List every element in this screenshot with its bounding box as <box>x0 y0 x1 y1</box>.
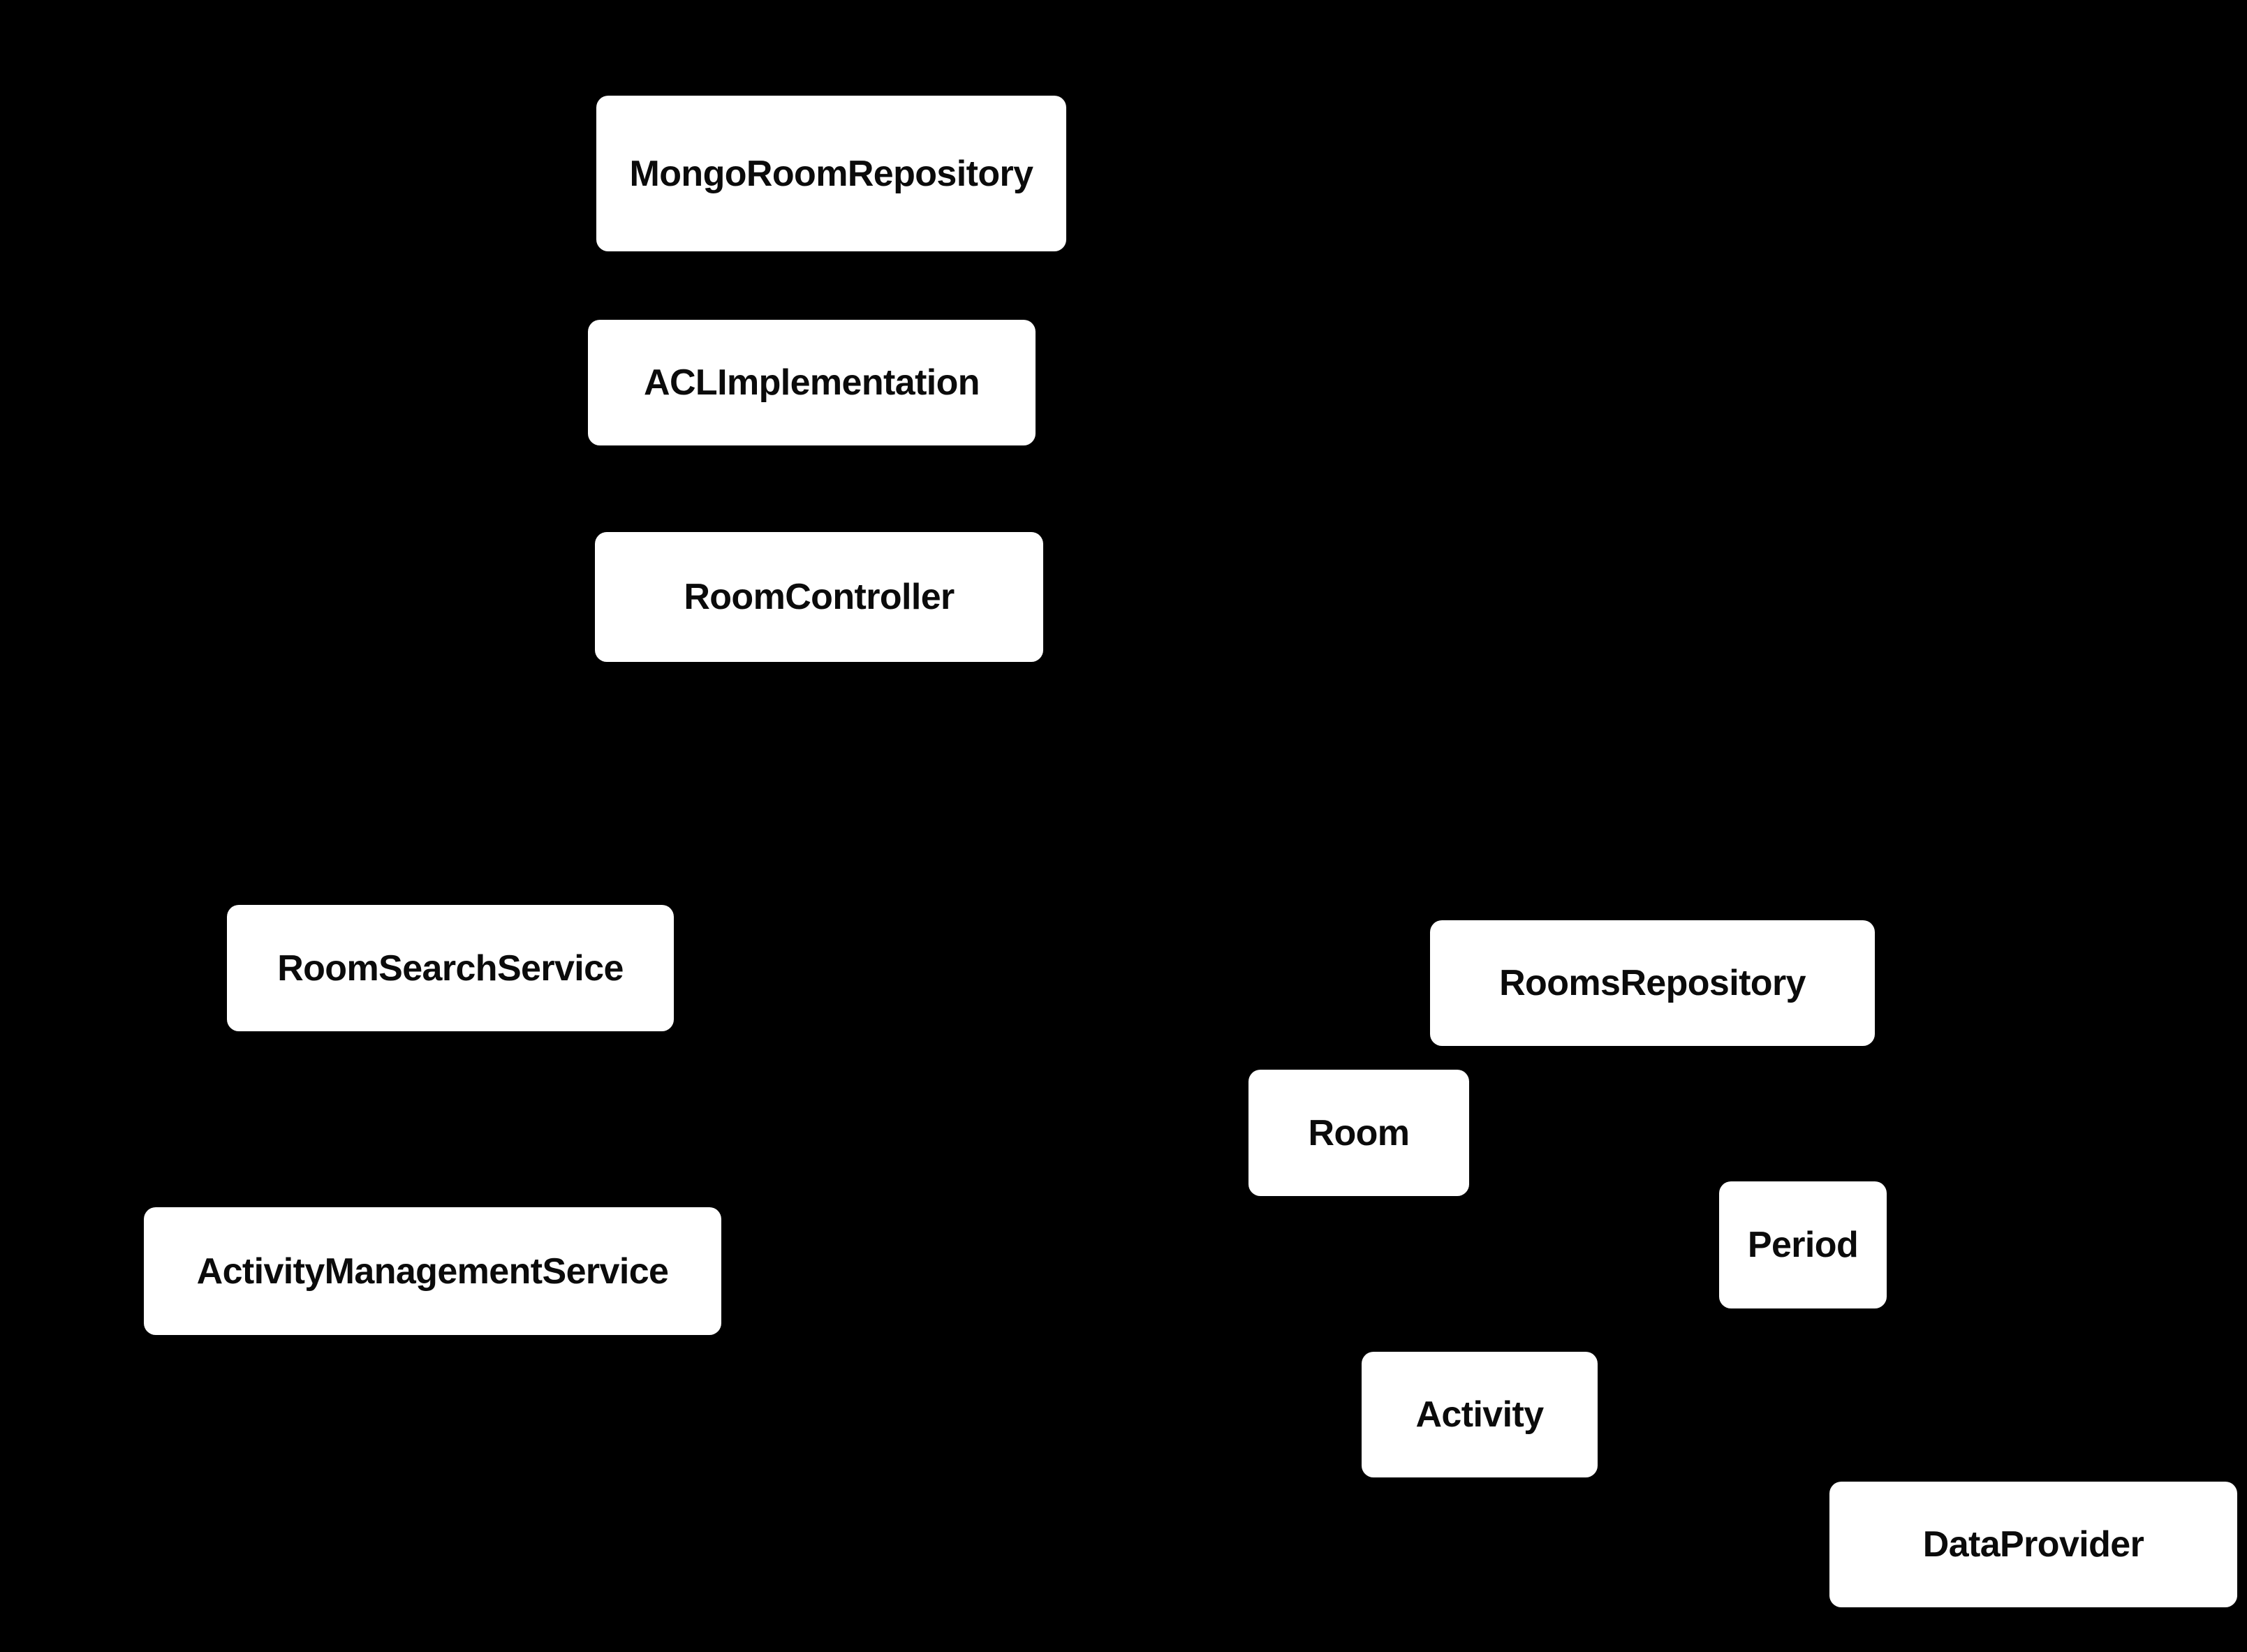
node-label: ActivityManagementService <box>196 1251 669 1292</box>
node-activity[interactable]: Activity <box>1362 1352 1598 1477</box>
node-label: RoomSearchService <box>277 947 624 989</box>
node-rooms-repository[interactable]: RoomsRepository <box>1430 920 1875 1046</box>
node-acl-implementation[interactable]: ACLImplementation <box>588 320 1036 445</box>
node-label: MongoRoomRepository <box>629 153 1034 194</box>
node-label: DataProvider <box>1922 1524 2144 1565</box>
node-label: Period <box>1747 1225 1859 1265</box>
node-label: Room <box>1308 1112 1410 1153</box>
node-label: RoomController <box>684 577 955 617</box>
node-activity-management-service[interactable]: ActivityManagementService <box>144 1207 721 1335</box>
node-label: ACLImplementation <box>644 362 980 403</box>
node-mongo-room-repository[interactable]: MongoRoomRepository <box>596 96 1066 251</box>
node-room-search-service[interactable]: RoomSearchService <box>227 905 674 1031</box>
node-room-controller[interactable]: RoomController <box>595 532 1043 662</box>
node-label: RoomsRepository <box>1499 963 1806 1003</box>
node-period[interactable]: Period <box>1719 1181 1887 1308</box>
node-data-provider[interactable]: DataProvider <box>1829 1482 2237 1607</box>
node-room[interactable]: Room <box>1248 1070 1469 1196</box>
node-label: Activity <box>1415 1394 1544 1435</box>
